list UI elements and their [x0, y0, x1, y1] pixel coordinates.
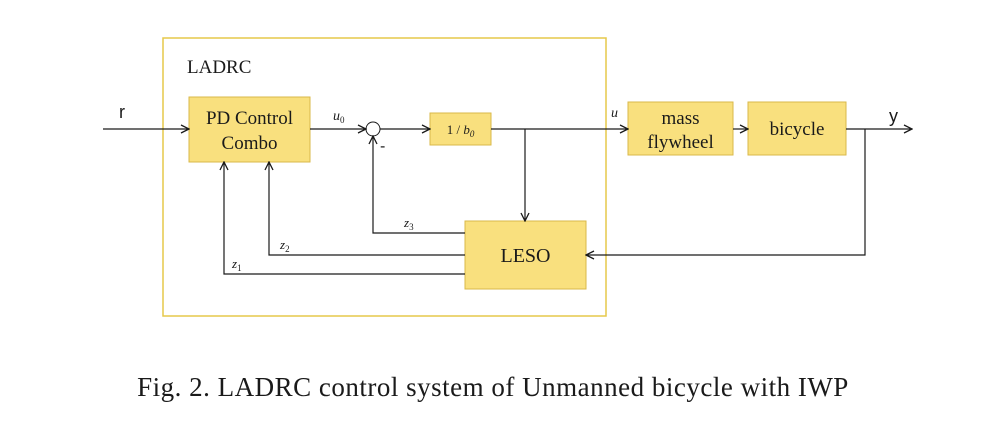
z1-label-sub: 1 — [237, 263, 242, 273]
svg-text:1 / b0: 1 / b0 — [447, 122, 475, 139]
gain-block: 1 / b0 — [429, 112, 492, 146]
bicycle-block: bicycle — [747, 101, 847, 156]
z3-feedback-line — [373, 136, 465, 234]
input-label-r: r — [119, 102, 125, 122]
pd-control-combo-block: PD Control Combo — [188, 96, 311, 163]
ladrc-frame-label: LADRC — [187, 57, 251, 78]
flywheel-label-line1: mass — [662, 108, 700, 129]
minus-sign: - — [380, 138, 385, 155]
z2-feedback-line — [269, 162, 465, 256]
leso-label: LESO — [501, 245, 551, 267]
z1-label-base: z — [231, 256, 237, 271]
figure-caption: Fig. 2. LADRC control system of Unmanned… — [137, 372, 849, 402]
z1-feedback-line — [224, 162, 465, 275]
bicycle-label: bicycle — [770, 119, 825, 140]
svg-text:z1: z1 — [231, 256, 242, 273]
pd-block-label-line1: PD Control — [206, 108, 293, 129]
gain-base: b — [463, 122, 470, 137]
pd-block-label-line2: Combo — [222, 133, 278, 154]
gain-sub: 0 — [470, 129, 475, 139]
z3-label-base: z — [403, 215, 409, 230]
z2-label-sub: 2 — [285, 244, 290, 254]
output-feedback-line — [586, 129, 866, 255]
u-label: u — [611, 106, 618, 121]
summing-junction — [365, 121, 381, 137]
gain-prefix: 1 / — [447, 122, 464, 137]
mass-flywheel-block: mass flywheel — [627, 101, 734, 156]
z2-label-base: z — [279, 237, 285, 252]
svg-text:u0: u0 — [333, 109, 345, 125]
svg-text:z3: z3 — [403, 215, 414, 232]
u0-label-base: u — [333, 109, 340, 124]
output-label-y: y — [889, 106, 898, 126]
ladrc-frame — [162, 37, 607, 317]
leso-block: LESO — [464, 220, 587, 290]
svg-text:z2: z2 — [279, 237, 290, 254]
z3-label-sub: 3 — [409, 222, 414, 232]
flywheel-label-line2: flywheel — [647, 132, 713, 153]
u0-label-sub: 0 — [340, 115, 345, 125]
